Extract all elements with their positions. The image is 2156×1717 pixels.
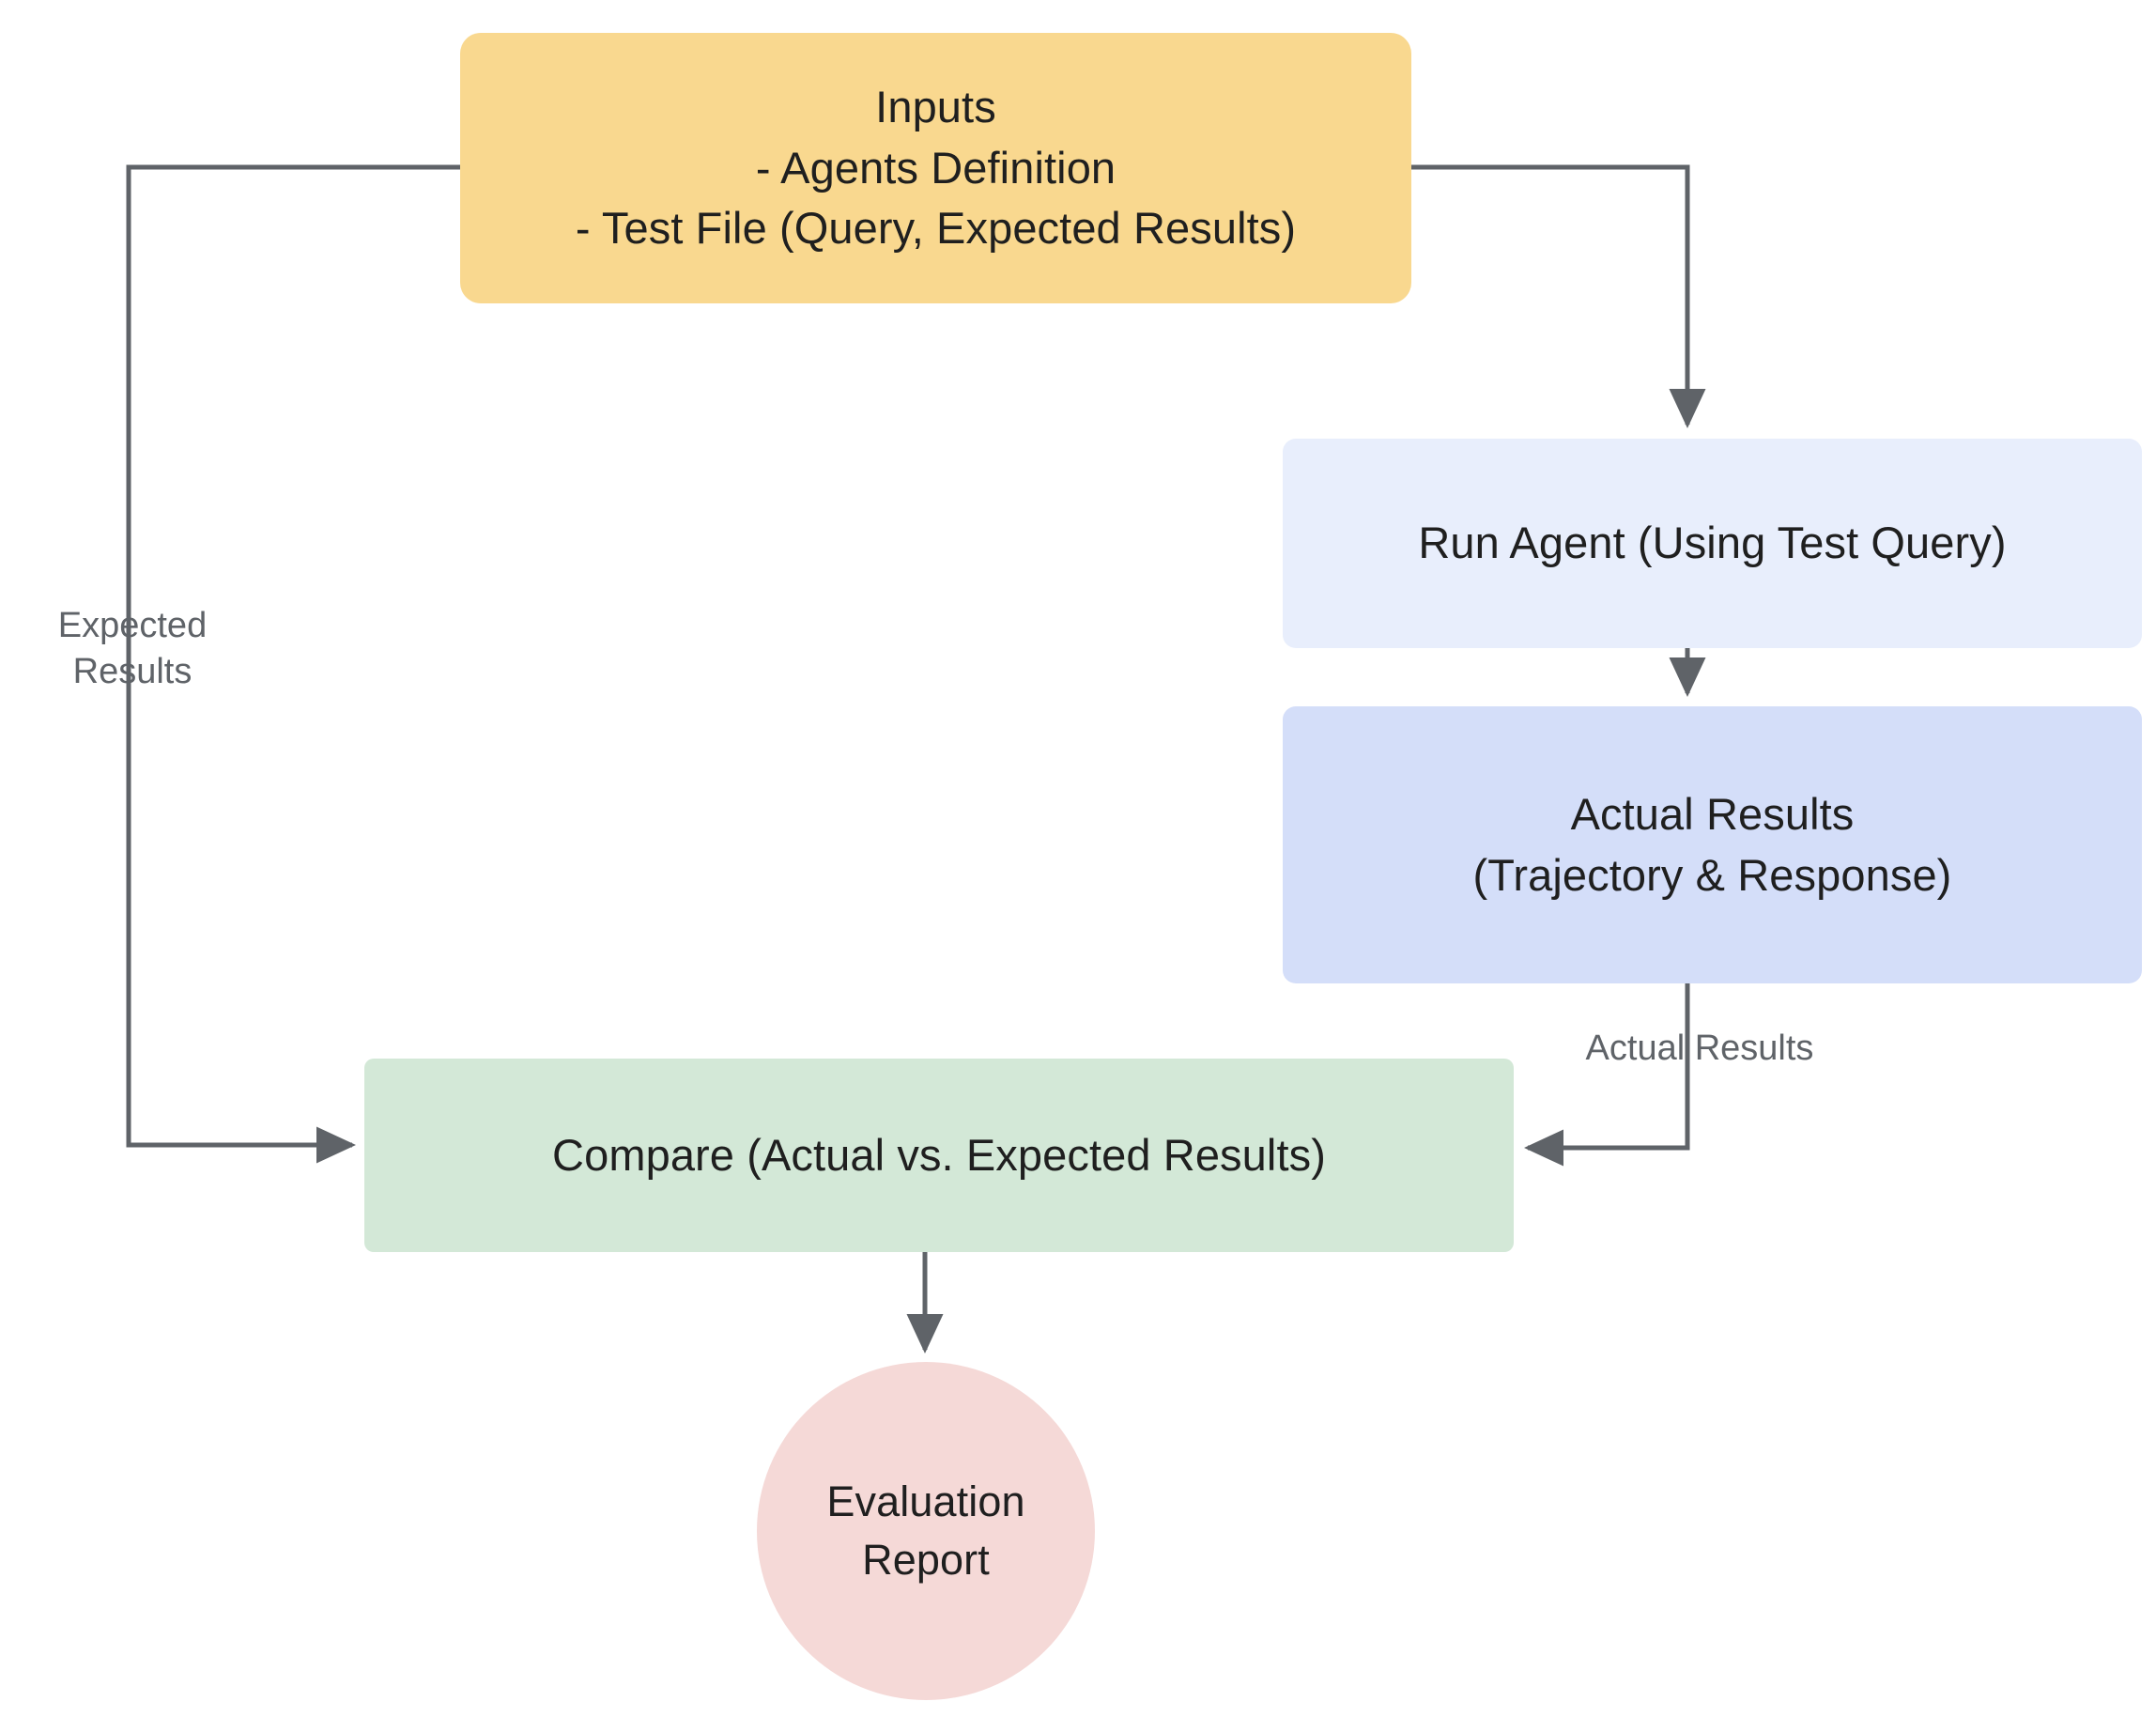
node-actual-results[interactable]: Actual Results (Trajectory & Response) <box>1283 706 2142 983</box>
node-evaluation-report[interactable]: Evaluation Report <box>757 1362 1095 1700</box>
node-run-agent[interactable]: Run Agent (Using Test Query) <box>1283 439 2142 648</box>
node-compare[interactable]: Compare (Actual vs. Expected Results) <box>364 1059 1514 1252</box>
edge-label-actual-results: Actual Results <box>1585 1029 1814 1068</box>
node-inputs[interactable]: Inputs - Agents Definition - Test File (… <box>460 33 1411 303</box>
edge-inputs-to-run-agent <box>1411 164 1706 429</box>
edge-label-expected-results: Expected Results <box>57 606 208 691</box>
